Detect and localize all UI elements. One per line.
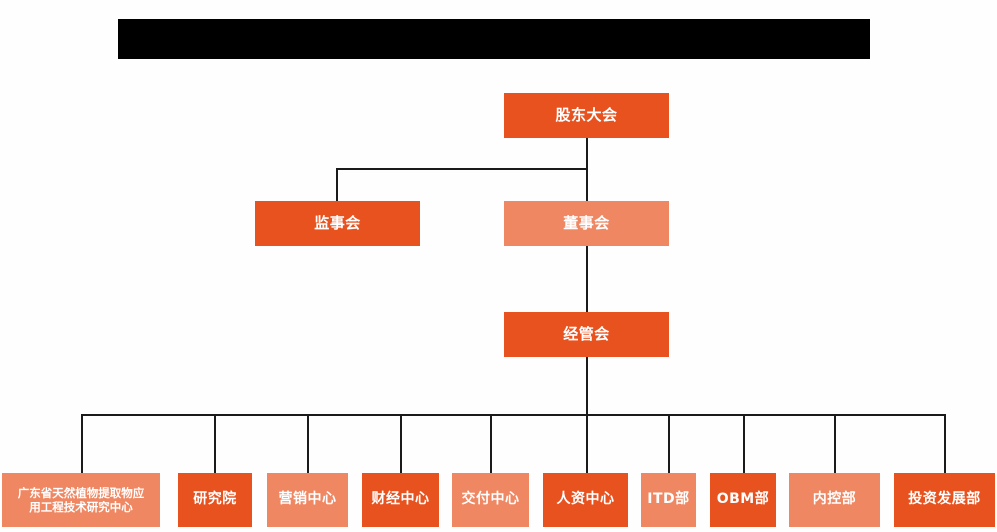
node-label: 交付中心 <box>461 491 520 508</box>
node-research-institute[interactable]: 研究院 <box>178 473 252 527</box>
connector-drop-itd-dept <box>668 414 670 473</box>
node-label-line-1: 广东省天然植物提取物应 <box>17 485 145 500</box>
node-board-of-supervisors[interactable]: 监事会 <box>255 201 420 246</box>
node-label: 研究院 <box>193 491 237 508</box>
connector-management-stem <box>586 356 588 416</box>
node-label: 财经中心 <box>371 491 430 508</box>
connector-drop-delivery-center <box>490 414 492 473</box>
node-itd-department[interactable]: ITD部 <box>641 473 696 527</box>
node-management-committee[interactable]: 经管会 <box>504 312 669 357</box>
node-label: 内控部 <box>812 491 857 508</box>
node-label-line-2: 用工程技术研究中心 <box>29 500 133 514</box>
node-label: OBM部 <box>716 491 770 508</box>
connector-drop-marketing-center <box>307 414 309 473</box>
node-shareholders-meeting[interactable]: 股东大会 <box>504 93 669 138</box>
connector-level3-bus <box>81 414 945 416</box>
node-label: 人资中心 <box>556 491 615 508</box>
node-label: 营销中心 <box>278 491 337 508</box>
node-internal-control-department[interactable]: 内控部 <box>789 473 880 527</box>
node-label: 广东省天然植物提取物应 用工程技术研究中心 <box>18 486 145 515</box>
node-label: 经管会 <box>563 325 610 344</box>
node-guangdong-research-center[interactable]: 广东省天然植物提取物应 用工程技术研究中心 <box>2 473 160 527</box>
node-finance-center[interactable]: 财经中心 <box>362 473 439 527</box>
redacted-title-text <box>118 19 870 59</box>
node-label: 投资发展部 <box>908 491 981 508</box>
node-label: 董事会 <box>563 214 610 233</box>
connector-drop-internal-control-dept <box>834 414 836 473</box>
node-label: ITD部 <box>647 491 690 508</box>
node-obm-department[interactable]: OBM部 <box>710 473 776 527</box>
connector-drop-finance-center <box>400 414 402 473</box>
node-investment-development-department[interactable]: 投资发展部 <box>894 473 995 527</box>
connector-drop-hr-center <box>586 414 588 473</box>
connector-drop-directors <box>586 168 588 201</box>
redacted-title-banner <box>118 19 870 59</box>
node-label: 监事会 <box>314 214 361 233</box>
node-board-of-directors[interactable]: 董事会 <box>504 201 669 246</box>
connector-level1-bus <box>336 168 588 170</box>
connector-drop-investment-dev-dept <box>944 414 946 473</box>
connector-drop-supervisors <box>336 168 338 201</box>
connector-drop-research-institute <box>214 414 216 473</box>
connector-drop-obm-dept <box>743 414 745 473</box>
node-label: 股东大会 <box>555 106 618 125</box>
node-delivery-center[interactable]: 交付中心 <box>452 473 529 527</box>
node-marketing-center[interactable]: 营销中心 <box>267 473 348 527</box>
node-hr-center[interactable]: 人资中心 <box>543 473 628 527</box>
connector-drop-research-center <box>81 414 83 473</box>
connector-shareholders-stem <box>586 138 588 168</box>
connector-directors-to-management <box>586 241 588 312</box>
